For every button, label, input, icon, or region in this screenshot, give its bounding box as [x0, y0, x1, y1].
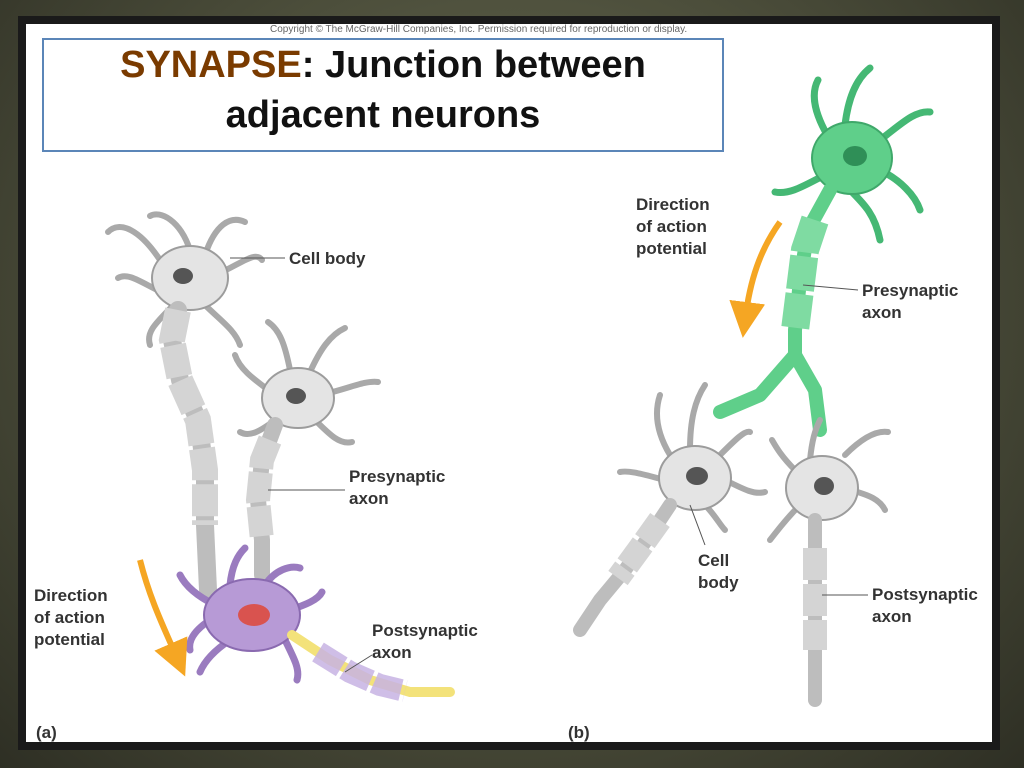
- title-line-1: SYNAPSE: Junction between: [44, 40, 722, 90]
- neuron-a-top-nucleus: [173, 268, 193, 284]
- neuron-a-post-nucleus: [238, 604, 270, 626]
- title-term: SYNAPSE: [120, 44, 302, 86]
- leader-presynaptic-b: [802, 284, 859, 291]
- neuron-b-left: [573, 382, 768, 637]
- title-line-2: adjacent neurons: [225, 94, 541, 136]
- label-cell-body-b-1: Cell: [698, 551, 729, 570]
- leader-postsynaptic-a: [344, 654, 373, 673]
- neuron-b-right: [767, 417, 891, 707]
- panel-a: Cell body Presynaptic axon Postsynaptic …: [34, 211, 478, 742]
- label-direction-a-2: of action: [34, 608, 105, 627]
- neuron-b-pre-dendrites: [771, 64, 934, 244]
- neuron-b-right-dendrites: [767, 417, 891, 543]
- direction-arrow-a: [137, 559, 188, 677]
- neuron-a-post: [176, 544, 455, 702]
- leader-cell-body-b: [689, 504, 706, 546]
- copyright-notice: Copyright © The McGraw-Hill Companies, I…: [270, 24, 688, 35]
- neuron-b-pre-nucleus: [843, 146, 867, 166]
- label-cell-body-b-2: body: [698, 573, 739, 592]
- neuron-b-left-myelin: [608, 513, 670, 586]
- label-presynaptic-b-2: axon: [862, 303, 902, 322]
- label-postsynaptic-a-2: axon: [372, 643, 412, 662]
- label-cell-body-a: Cell body: [289, 249, 366, 268]
- neuron-b-pre: [713, 64, 934, 437]
- neuron-a-post-dendrites: [176, 544, 326, 684]
- label-direction-b-3: potential: [636, 239, 707, 258]
- neuron-b-left-nucleus: [686, 467, 708, 485]
- neuron-a-mid-nucleus: [286, 388, 306, 404]
- neuron-b-pre-myelin: [781, 215, 829, 332]
- title-rest: : Junction between: [301, 44, 646, 86]
- panel-a-tag: (a): [36, 723, 57, 742]
- label-postsynaptic-b-2: axon: [872, 607, 912, 626]
- neuron-a-mid-myelin: [245, 435, 282, 542]
- title-box: SYNAPSE: Junction between adjacent neuro…: [42, 38, 724, 152]
- label-presynaptic-b-1: Presynaptic: [862, 281, 958, 300]
- neuron-a-top: [105, 211, 265, 599]
- neuron-b-right-nucleus: [814, 477, 834, 495]
- neuron-a-post-myelin: [312, 642, 408, 702]
- neuron-a-mid-dendrites: [232, 319, 381, 446]
- neuron-a-top-myelin: [158, 307, 218, 525]
- label-presynaptic-a-1: Presynaptic: [349, 467, 445, 486]
- label-direction-b-2: of action: [636, 217, 707, 236]
- direction-arrow-b: [729, 220, 783, 338]
- panel-b-tag: (b): [568, 723, 590, 742]
- neuron-a-mid: [232, 319, 381, 583]
- label-direction-b-1: Direction: [636, 195, 710, 214]
- label-direction-a-1: Direction: [34, 586, 108, 605]
- label-postsynaptic-a-1: Postsynaptic: [372, 621, 478, 640]
- label-direction-a-3: potential: [34, 630, 105, 649]
- neuron-a-top-dendrites: [105, 211, 265, 348]
- neuron-b-left-dendrites: [617, 382, 768, 533]
- panel-b: Direction of action potential Presynapti…: [568, 64, 978, 742]
- label-postsynaptic-b-1: Postsynaptic: [872, 585, 978, 604]
- label-presynaptic-a-2: axon: [349, 489, 389, 508]
